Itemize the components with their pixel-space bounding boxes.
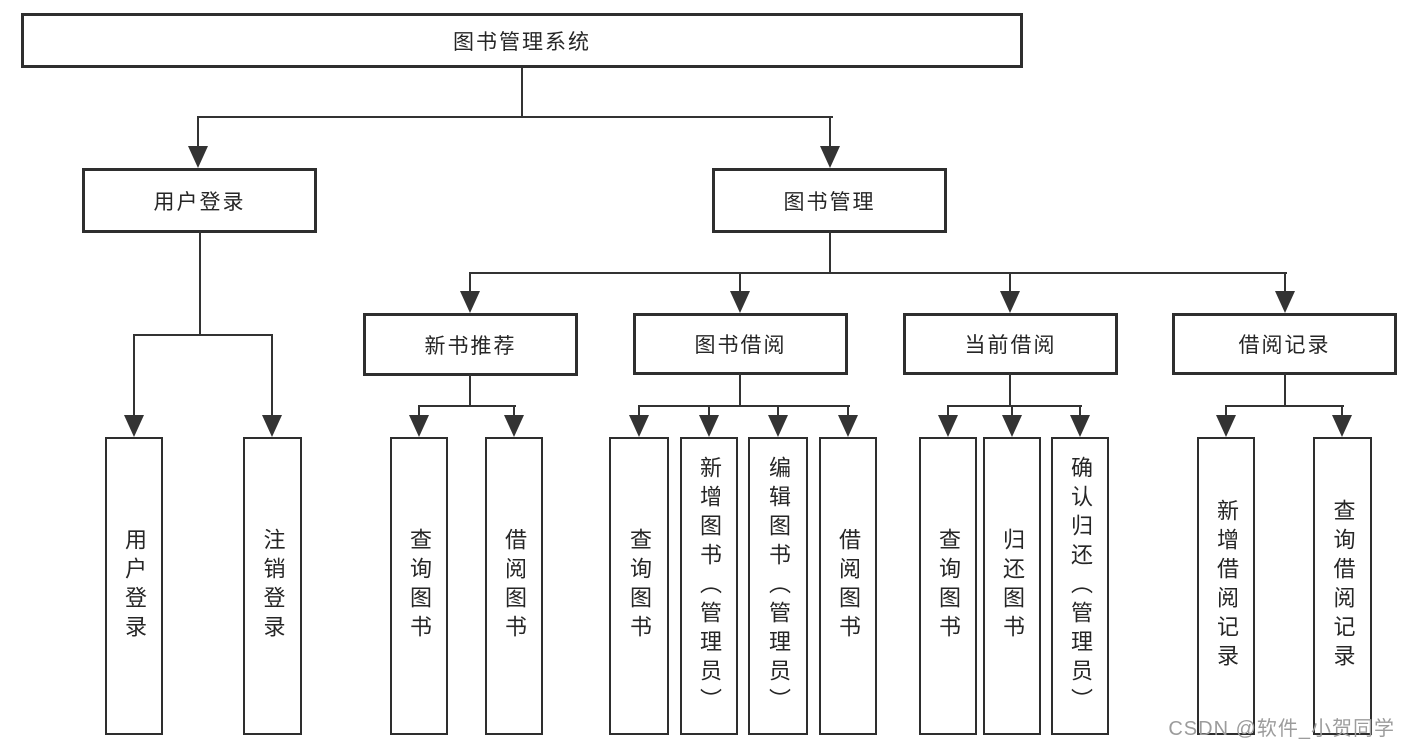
connector-user-login-trunk bbox=[199, 231, 201, 336]
connector-stub bbox=[1009, 272, 1011, 294]
connector-stub bbox=[829, 116, 831, 150]
leaf-add-borrow-record: 新增借阅记录 bbox=[1197, 437, 1255, 735]
connector-stub bbox=[777, 405, 779, 419]
connector-stub bbox=[418, 405, 420, 419]
connector-book-mgmt-branch bbox=[469, 272, 1287, 274]
arrow-down-icon bbox=[1332, 415, 1352, 437]
connector-stub bbox=[638, 405, 640, 419]
connector-book-mgmt-trunk bbox=[829, 231, 831, 274]
connector-trunk bbox=[1284, 373, 1286, 407]
connector-stub bbox=[1011, 405, 1013, 419]
connector-stub bbox=[708, 405, 710, 419]
arrow-down-icon bbox=[1216, 415, 1236, 437]
node-new-book-recommend: 新书推荐 bbox=[363, 313, 578, 376]
connector-branch bbox=[638, 405, 850, 407]
csdn-watermark: CSDN @软件_小贺同学 bbox=[1168, 718, 1395, 740]
arrow-down-icon bbox=[768, 415, 788, 437]
leaf-logout-login: 注销登录 bbox=[243, 437, 302, 735]
leaf-confirm-return-admin: 确认归还（管理员） bbox=[1051, 437, 1109, 735]
leaf-add-book-admin: 新增图书（管理员） bbox=[680, 437, 738, 735]
arrow-down-icon bbox=[1002, 415, 1022, 437]
arrow-down-icon bbox=[730, 291, 750, 313]
arrow-down-icon bbox=[699, 415, 719, 437]
arrow-down-icon bbox=[1275, 291, 1295, 313]
arrow-down-icon bbox=[1000, 291, 1020, 313]
connector-trunk bbox=[739, 373, 741, 407]
connector-branch bbox=[947, 405, 1082, 407]
leaf-return-books: 归还图书 bbox=[983, 437, 1041, 735]
leaf-query-borrow-record: 查询借阅记录 bbox=[1313, 437, 1372, 735]
connector-stub bbox=[513, 405, 515, 419]
arrow-down-icon bbox=[820, 146, 840, 168]
arrow-down-icon bbox=[124, 415, 144, 437]
node-book-borrow: 图书借阅 bbox=[633, 313, 848, 375]
connector-stub bbox=[197, 116, 199, 150]
connector-stub bbox=[847, 405, 849, 419]
connector-branch bbox=[418, 405, 516, 407]
connector-stub bbox=[1079, 405, 1081, 419]
node-library-system: 图书管理系统 bbox=[21, 13, 1023, 68]
arrow-down-icon bbox=[938, 415, 958, 437]
connector-stub bbox=[271, 334, 273, 418]
leaf-query-books-borrow: 查询图书 bbox=[609, 437, 669, 735]
leaf-borrow-books-recommend: 借阅图书 bbox=[485, 437, 543, 735]
leaf-query-books-recommend: 查询图书 bbox=[390, 437, 448, 735]
arrow-down-icon bbox=[629, 415, 649, 437]
arrow-down-icon bbox=[460, 291, 480, 313]
node-user-login: 用户登录 bbox=[82, 168, 317, 233]
connector-trunk bbox=[469, 374, 471, 407]
connector-stub bbox=[469, 272, 471, 294]
arrow-down-icon bbox=[504, 415, 524, 437]
connector-root-trunk bbox=[521, 68, 523, 117]
connector-trunk bbox=[1009, 373, 1011, 407]
connector-stub bbox=[133, 334, 135, 418]
connector-stub bbox=[1284, 272, 1286, 294]
connector-branch bbox=[1225, 405, 1344, 407]
leaf-edit-book-admin: 编辑图书（管理员） bbox=[748, 437, 808, 735]
arrow-down-icon bbox=[188, 146, 208, 168]
leaf-query-books-current: 查询图书 bbox=[919, 437, 977, 735]
connector-stub bbox=[947, 405, 949, 419]
leaf-borrow-books: 借阅图书 bbox=[819, 437, 877, 735]
connector-stub bbox=[739, 272, 741, 294]
arrow-down-icon bbox=[409, 415, 429, 437]
arrow-down-icon bbox=[1070, 415, 1090, 437]
connector-stub bbox=[1225, 405, 1227, 419]
arrow-down-icon bbox=[262, 415, 282, 437]
node-current-borrow: 当前借阅 bbox=[903, 313, 1118, 375]
leaf-user-login: 用户登录 bbox=[105, 437, 163, 735]
node-book-management: 图书管理 bbox=[712, 168, 947, 233]
arrow-down-icon bbox=[838, 415, 858, 437]
node-borrow-records: 借阅记录 bbox=[1172, 313, 1397, 375]
connector-stub bbox=[1341, 405, 1343, 419]
connector-user-login-branch bbox=[133, 334, 273, 336]
connector-root-branch bbox=[197, 116, 833, 118]
